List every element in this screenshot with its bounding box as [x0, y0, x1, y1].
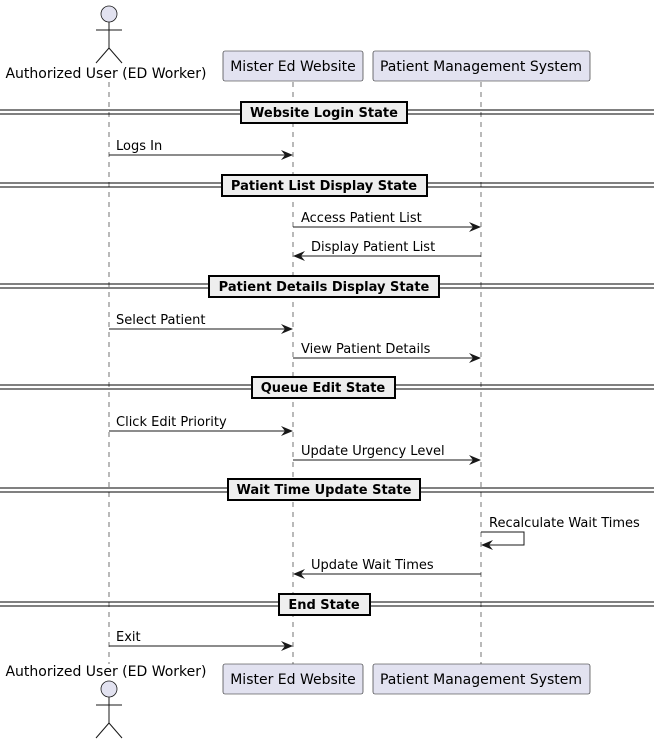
participant-pms-top: Patient Management System [372, 50, 591, 82]
participant-label: Authorized User (ED Worker) [5, 66, 206, 82]
self-message-arrow: Recalculate Wait Times [481, 516, 640, 550]
participant-pms-bottom: Patient Management System [372, 663, 591, 695]
participant-box [222, 663, 364, 695]
message-label: Recalculate Wait Times [489, 516, 640, 531]
arrowhead-icon [293, 251, 305, 261]
arrowhead-icon [281, 641, 293, 651]
actor-figure-icon [95, 680, 123, 739]
message-label: Click Edit Priority [116, 415, 227, 430]
participant-box [372, 50, 591, 82]
divider-label: Wait Time Update State [237, 483, 412, 498]
arrowhead-icon [293, 569, 305, 579]
arrowhead-icon [469, 222, 481, 232]
state-divider: Queue Edit State [0, 376, 654, 399]
actor-user-bottom: Authorized User (ED Worker) [5, 664, 207, 739]
divider-label: End State [288, 598, 360, 613]
message-arrow: View Patient Details [293, 342, 481, 363]
message-arrow: Exit [109, 630, 293, 651]
message-label: Update Wait Times [311, 558, 434, 573]
arrowhead-icon [281, 150, 293, 160]
state-divider: Wait Time Update State [0, 478, 654, 501]
participant-label: Patient Management System [380, 672, 582, 688]
participant-web-top: Mister Ed Website [222, 50, 364, 82]
message-label: Update Urgency Level [301, 444, 445, 459]
message-label: Access Patient List [301, 211, 422, 226]
arrowhead-icon [281, 324, 293, 334]
message-label: View Patient Details [301, 342, 431, 357]
participant-box [372, 663, 591, 695]
arrowhead-icon [469, 353, 481, 363]
participant-label: Authorized User (ED Worker) [5, 664, 206, 680]
state-divider: Patient List Display State [0, 174, 654, 197]
divider-label: Website Login State [250, 106, 398, 121]
divider-label: Patient Details Display State [219, 280, 430, 295]
participant-box [222, 50, 364, 82]
message-arrow: Display Patient List [293, 240, 481, 261]
participant-web-bottom: Mister Ed Website [222, 663, 364, 695]
message-arrow: Logs In [109, 139, 293, 160]
participant-label: Mister Ed Website [230, 672, 356, 688]
participant-label: Mister Ed Website [230, 59, 356, 75]
state-divider: End State [0, 593, 654, 616]
arrowhead-icon [281, 426, 293, 436]
arrowhead-icon [469, 455, 481, 465]
message-label: Display Patient List [311, 240, 435, 255]
message-label: Exit [116, 630, 141, 645]
message-label: Select Patient [116, 313, 206, 328]
message-arrow: Select Patient [109, 313, 293, 334]
actor-figure-icon [95, 5, 123, 64]
divider-label: Queue Edit State [261, 381, 386, 396]
actor-user-top: Authorized User (ED Worker) [5, 5, 207, 82]
message-arrow: Update Wait Times [293, 558, 481, 579]
message-arrow: Update Urgency Level [293, 444, 481, 465]
message-arrow: Access Patient List [293, 211, 481, 232]
arrowhead-icon [481, 540, 493, 550]
state-divider: Patient Details Display State [0, 275, 654, 298]
message-label: Logs In [116, 139, 162, 154]
participant-label: Patient Management System [380, 59, 582, 75]
state-divider: Website Login State [0, 101, 654, 124]
divider-label: Patient List Display State [231, 179, 417, 194]
message-arrow: Click Edit Priority [109, 415, 293, 436]
